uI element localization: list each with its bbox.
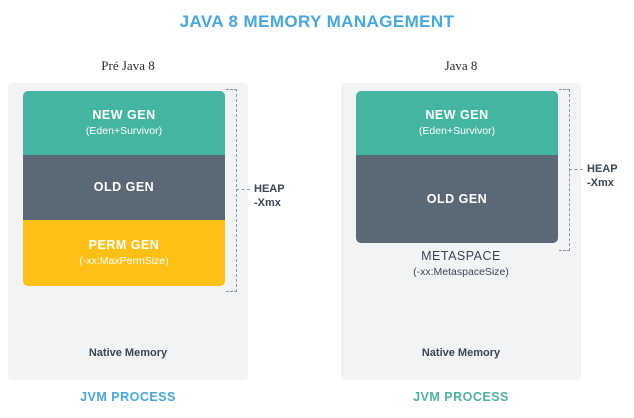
heap-bracket-tick-bottom — [226, 291, 237, 292]
heap-bracket-leader — [236, 189, 250, 190]
heap-label-title: HEAP — [254, 183, 285, 195]
jvm-process-box-java8: NEW GEN (Eden+Survivor) OLD GEN METASPAC… — [341, 83, 618, 380]
page-title: JAVA 8 MEMORY MANAGEMENT — [179, 12, 455, 31]
memory-block-new-gen-java8-subtitle: (Eden+Survivor) — [418, 125, 496, 137]
memory-blocks-java8: NEW GEN (Eden+Survivor) OLD GEN — [356, 91, 558, 243]
heap-label-flag: -Xmx — [254, 197, 281, 209]
memory-block-old-gen-java8-title: OLD GEN — [426, 191, 488, 206]
memory-block-old-gen-title: OLD GEN — [93, 180, 155, 194]
memory-blocks-pre-java8: NEW GEN (Eden+Survivor) OLD GEN PERM GEN… — [23, 91, 225, 286]
memory-block-perm-gen-subtitle: (-xx:MaxPermSize) — [79, 255, 169, 267]
native-memory-label-pre-java8: Native Memory — [88, 347, 168, 359]
heap-label-pre-java8: HEAP -Xmx — [254, 182, 285, 210]
memory-block-new-gen-java8-title: NEW GEN — [425, 108, 489, 122]
memory-block-perm-gen-title: PERM GEN — [88, 238, 160, 252]
jvm-process-label-pre-java8: JVM PROCESS — [80, 390, 176, 404]
heap-bracket-java8-line — [569, 89, 570, 251]
memory-block-new-gen-java8[interactable]: NEW GEN (Eden+Survivor) — [356, 91, 558, 155]
heap-bracket-java8-tick-top — [559, 89, 570, 90]
heap-bracket-java8-leader — [569, 169, 583, 170]
jvm-process-label-java8: JVM PROCESS — [413, 390, 509, 404]
metaspace-label-title: METASPACE — [421, 249, 501, 263]
heap-bracket-tick-top — [226, 89, 237, 90]
memory-block-old-gen[interactable]: OLD GEN — [23, 155, 225, 220]
metaspace-label-subtitle: (-xx:MetaspaceSize) — [413, 266, 509, 278]
heap-label-java8: HEAP -Xmx — [587, 162, 618, 190]
jvm-process-box-pre-java8: NEW GEN (Eden+Survivor) OLD GEN PERM GEN… — [8, 83, 285, 380]
memory-block-new-gen[interactable]: NEW GEN (Eden+Survivor) — [23, 91, 225, 155]
metaspace-label: METASPACE (-xx:MetaspaceSize) — [341, 247, 581, 280]
heap-label-java8-title: HEAP — [587, 163, 618, 175]
memory-block-new-gen-title: NEW GEN — [92, 108, 156, 122]
memory-block-new-gen-subtitle: (Eden+Survivor) — [85, 125, 163, 137]
native-memory-label-java8: Native Memory — [421, 347, 501, 359]
memory-block-old-gen-java8[interactable]: OLD GEN — [356, 155, 558, 243]
column-heading-pre-java8: Pré Java 8 — [101, 58, 155, 73]
column-heading-java8: Java 8 — [444, 58, 478, 73]
heap-label-java8-flag: -Xmx — [587, 177, 614, 189]
column-pre-java8: Pré Java 8 NEW GEN (Eden+Survivor) OLD G… — [8, 56, 285, 404]
memory-block-perm-gen[interactable]: PERM GEN (-xx:MaxPermSize) — [23, 220, 225, 286]
heap-bracket-line — [236, 89, 237, 292]
column-java8: Java 8 NEW GEN (Eden+Survivor) OLD GEN M… — [341, 56, 618, 404]
